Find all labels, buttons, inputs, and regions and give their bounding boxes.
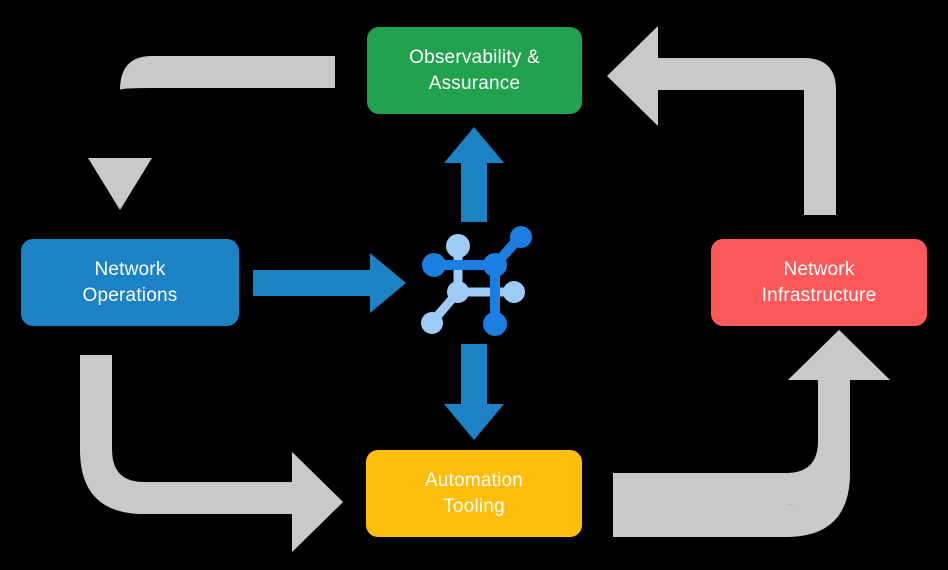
gray-arrow-infrastructure-to-observability <box>607 26 836 215</box>
blue-arrow-center-to-automation <box>444 344 504 440</box>
gray-arrow-observability-to-operations <box>88 56 335 210</box>
network-icon-links <box>429 233 524 328</box>
node-box-observability[interactable]: Observability & Assurance <box>367 27 582 114</box>
network-icon-nodes <box>421 226 532 336</box>
node-box-network-infrastructure[interactable]: Network Infrastructure <box>711 239 927 326</box>
node-box-automation-tooling[interactable]: Automation Tooling <box>366 450 582 537</box>
node-label-observability: Observability & Assurance <box>409 46 540 94</box>
node-box-network-operations[interactable]: Network Operations <box>21 239 239 326</box>
blue-arrow-center-to-observability <box>444 127 504 222</box>
node-label-automation-tooling: Automation Tooling <box>424 469 524 517</box>
node-label-network-operations: Network Operations <box>82 258 178 306</box>
gray-arrow-automation-to-infrastructure <box>613 330 890 537</box>
blue-arrow-operations-to-center <box>253 253 406 313</box>
node-label-network-infrastructure: Network Infrastructure <box>761 258 877 306</box>
gray-arrow-operations-to-automation <box>80 355 343 552</box>
